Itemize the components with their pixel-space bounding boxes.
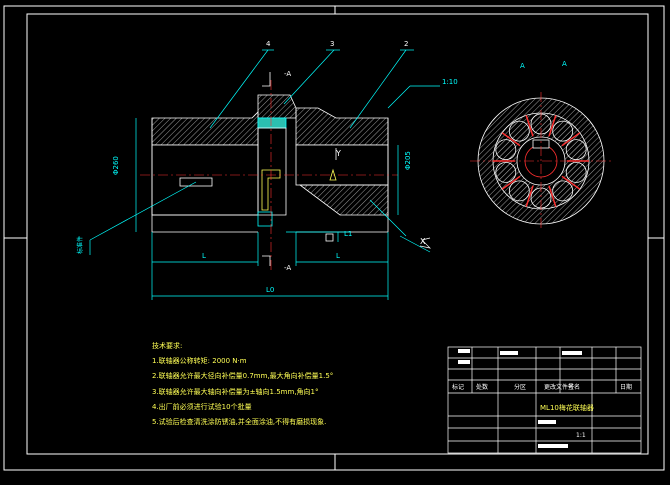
- dim-l1: L1: [344, 230, 352, 238]
- dia-right-label: Φ205: [404, 151, 412, 170]
- slope-label: 1:10: [442, 78, 458, 86]
- callout-4: 4: [266, 40, 271, 48]
- elastic-element-bottom: [257, 211, 273, 227]
- tech-item-1: 1.联轴器公称转矩: 2000 N·m: [152, 357, 247, 365]
- view-label-right: A: [562, 60, 567, 68]
- claw-segment: [561, 175, 581, 190]
- right-hub-upper: [295, 107, 389, 146]
- claw-outline: [261, 169, 281, 211]
- petal: [495, 139, 517, 161]
- claw-segment: [525, 185, 534, 207]
- left-hub-upper: [151, 111, 259, 146]
- petal: [508, 120, 530, 142]
- claw-segment: [501, 132, 521, 147]
- section-arrow-bottom: [262, 255, 271, 266]
- end-view: A A: [470, 60, 612, 230]
- inner-frame: [26, 13, 649, 455]
- x-arrow: [419, 237, 432, 249]
- triangle-mark: [329, 168, 337, 181]
- claw-segment: [561, 132, 581, 147]
- tb-header-sign: 签名: [568, 383, 580, 391]
- tech-item-5: 5.试验后检查清洗涂防锈油,并全面涂油,不得有磨损现象.: [152, 418, 327, 426]
- callout-3: 3: [330, 40, 334, 48]
- elastic-petals: [493, 113, 589, 209]
- keyway: [179, 177, 213, 187]
- claw-segment: [501, 175, 521, 190]
- dim-l0: L0: [266, 286, 274, 294]
- title-block: [447, 346, 642, 454]
- dia-left-label: Φ260: [112, 156, 120, 175]
- section-label-top: -A: [284, 70, 291, 78]
- title-block-fills: [458, 349, 582, 448]
- drawing-scale: 1:1: [576, 432, 586, 439]
- petal: [565, 139, 587, 161]
- tech-item-4: 4.出厂前必须进行试验10个批量: [152, 403, 252, 411]
- center-body: [257, 127, 287, 216]
- axis-y-label: Y: [335, 149, 341, 158]
- elastic-element-top: [257, 117, 287, 129]
- drawing-title: ML10梅花联轴器: [540, 403, 594, 412]
- tech-heading: 技术要求:: [152, 342, 183, 350]
- petal: [508, 180, 530, 202]
- left-hub-bore: [151, 144, 259, 216]
- view-label-left: A: [520, 62, 525, 70]
- tb-header-file: 更改文件号: [544, 383, 574, 391]
- section-arrow-top: [262, 72, 271, 87]
- dim-l-right: L: [336, 252, 340, 260]
- center-flange-top: [257, 94, 297, 119]
- tech-item-3: 3.联轴器允许最大轴向补偿量为±轴向1.5mm,角向1°: [152, 388, 319, 396]
- tb-header-date: 日期: [620, 383, 632, 391]
- outer-frame: [3, 5, 665, 471]
- axis-x-label: X: [420, 237, 426, 246]
- leaders: [89, 49, 440, 255]
- l1-box: [325, 233, 334, 242]
- right-hub-taper: [298, 184, 389, 216]
- callout-2: 2: [404, 40, 408, 48]
- petal: [552, 180, 574, 202]
- claw-segment: [548, 185, 557, 207]
- tb-header-count: 处数: [476, 383, 488, 391]
- petal: [552, 120, 574, 142]
- right-hub-bore: [295, 144, 389, 186]
- claw-segment: [525, 115, 534, 137]
- petal: [495, 161, 517, 183]
- tech-item-2: 2.联轴器允许最大径向补偿量0.7mm,最大角向补偿量1.5°: [152, 372, 334, 380]
- dimensions: [135, 118, 399, 300]
- petal: [565, 161, 587, 183]
- section-view: [140, 72, 398, 272]
- side-note: 标准件: [76, 236, 84, 254]
- section-label-bottom: -A: [284, 264, 291, 272]
- tb-header-mark: 标记: [452, 383, 464, 391]
- tb-header-zone: 分区: [514, 383, 526, 391]
- dim-l-left: L: [202, 252, 206, 260]
- claw-segment: [548, 115, 557, 137]
